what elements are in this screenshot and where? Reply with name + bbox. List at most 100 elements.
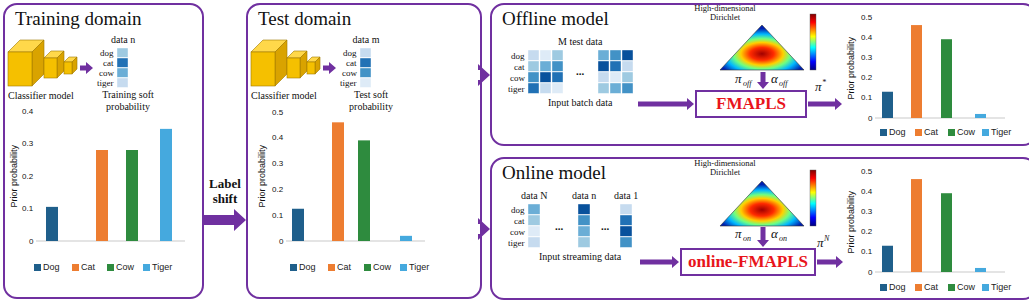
- flow-connector: [478, 218, 490, 240]
- classifier-cube: [275, 40, 287, 86]
- flow-arrow: [757, 227, 769, 247]
- legend-text: Tiger: [991, 127, 1011, 137]
- tick-label: 0.3: [861, 207, 872, 216]
- legend-text: Cow: [373, 262, 391, 272]
- probability-cell: [598, 72, 609, 82]
- legend-text: Tiger: [409, 262, 429, 272]
- classifier-cube: [315, 57, 320, 74]
- legend-item: Dog: [880, 282, 906, 292]
- probability-cell: [578, 215, 590, 225]
- text-label: cat: [514, 216, 525, 226]
- dirichlet-simplex: [720, 181, 804, 226]
- classifier-cube: [72, 57, 77, 74]
- text-label: Classifier model: [251, 90, 317, 102]
- text-label: α: [771, 72, 778, 87]
- prior-bar: [126, 150, 138, 241]
- legend-swatch: [143, 264, 150, 271]
- legend-swatch: [72, 264, 79, 271]
- text-label: dog: [100, 48, 114, 58]
- tick-label: 0.2: [861, 73, 872, 82]
- text-label: cow: [510, 227, 525, 237]
- text-label: dog: [511, 205, 525, 215]
- tick-label: 0.5: [272, 108, 283, 117]
- legend-text: Cat: [924, 282, 938, 292]
- prior-bar: [358, 140, 370, 241]
- tick-label: 0: [868, 268, 872, 277]
- flow-arrow: [640, 256, 679, 268]
- text-label: data n: [111, 34, 135, 46]
- legend-item: Cow: [948, 127, 975, 137]
- dirichlet-simplex: [720, 25, 804, 70]
- legend-text: Tiger: [991, 282, 1011, 292]
- text-label: High-dimensional Dirichlet: [683, 4, 767, 23]
- text-label: ...: [576, 65, 584, 78]
- legend-item: Tiger: [143, 262, 172, 272]
- text-label: off: [779, 79, 787, 88]
- tick-label: 0.4: [22, 107, 33, 116]
- probability-cell: [540, 72, 551, 82]
- domain-panel: Online model online-FMAPLS: [490, 157, 1029, 300]
- tick-label: 0.4: [861, 33, 872, 42]
- legend-item: Cat: [72, 262, 95, 272]
- flow-arrow: [638, 98, 694, 110]
- legend-item: Tiger: [982, 127, 1011, 137]
- probability-cell: [360, 48, 371, 57]
- text-label: on: [779, 234, 787, 243]
- tick-label: 0.5: [861, 13, 872, 22]
- legend-text: Cow: [957, 127, 975, 137]
- probability-cell: [528, 61, 539, 71]
- probability-cell: [528, 237, 540, 247]
- probability-cell: [552, 72, 563, 82]
- tick-label: 0.2: [272, 185, 283, 194]
- legend-item: Dog: [34, 262, 60, 272]
- probability-cell: [540, 50, 551, 60]
- panel-title: Online model: [492, 159, 1029, 184]
- probability-cell: [622, 83, 633, 93]
- panel-title: Offline model: [492, 5, 1029, 30]
- text-label: cat: [103, 58, 114, 68]
- legend-swatch: [328, 264, 335, 271]
- method-name: online-FMAPLS: [688, 252, 808, 272]
- tick-label: 0: [279, 237, 283, 246]
- connector-label: Label shift: [206, 176, 244, 206]
- text-label: π: [735, 227, 742, 242]
- tick-label: 0.1: [272, 211, 283, 220]
- probability-cell: [622, 50, 633, 60]
- text-label: cat: [346, 58, 357, 68]
- prior-bar: [332, 122, 344, 241]
- legend-swatch: [364, 264, 371, 271]
- method-box: online-FMAPLS: [680, 248, 816, 276]
- tick-label: 0.4: [861, 187, 872, 196]
- legend-swatch: [948, 284, 955, 291]
- probability-cell: [540, 61, 551, 71]
- text-label: cow: [342, 68, 357, 78]
- probability-cell: [622, 61, 633, 71]
- axis-title: Prior probability: [846, 37, 856, 100]
- method-box: FMAPLS: [695, 90, 807, 118]
- text-label: data N: [521, 190, 547, 202]
- text-label: π: [817, 236, 824, 251]
- panel-title: Test domain: [248, 5, 480, 30]
- tick-label: 0.5: [861, 167, 872, 176]
- text-label: Training soft probability: [96, 89, 160, 112]
- probability-cell: [552, 50, 563, 60]
- classifier-cube: [251, 52, 275, 86]
- prior-bar: [96, 150, 108, 241]
- probability-cell: [610, 72, 621, 82]
- legend-swatch: [948, 129, 955, 136]
- text-label: data n: [572, 190, 596, 202]
- tick-label: 0: [29, 237, 33, 246]
- prior-bar: [941, 39, 952, 118]
- probability-cell: [360, 58, 371, 67]
- probability-cell: [528, 226, 540, 236]
- text-label: π: [735, 72, 742, 87]
- legend-item: Cow: [364, 262, 391, 272]
- text-label: ...: [601, 220, 609, 233]
- flow-arrow: [757, 72, 769, 89]
- probability-cell: [598, 50, 609, 60]
- text-label: *: [822, 78, 826, 87]
- legend-swatch: [880, 284, 887, 291]
